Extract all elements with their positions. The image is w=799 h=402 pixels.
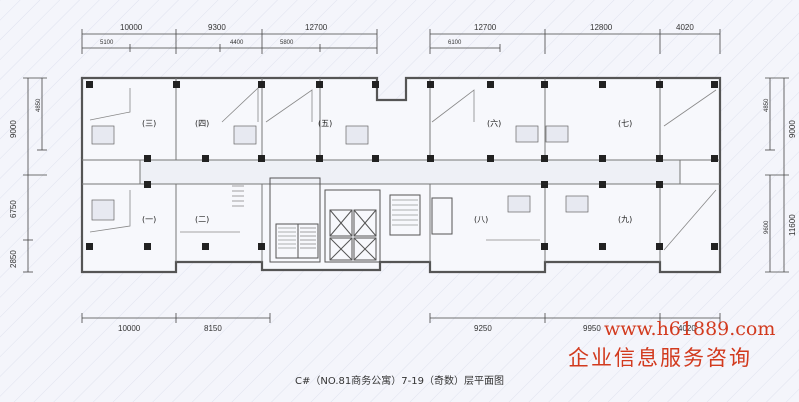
dim-top-3: 12700 xyxy=(305,23,328,32)
dim-top-4: 12700 xyxy=(474,23,497,32)
plan-caption: C#（NO.81商务公寓）7-19（奇数）层平面图 xyxy=(295,376,504,387)
corridor xyxy=(139,159,681,185)
dim-top-1: 10000 xyxy=(120,23,143,32)
room-label-3: (三) xyxy=(142,119,156,128)
dim-bottom-2: 8150 xyxy=(204,324,222,333)
dim-left-2: 9000 xyxy=(9,120,18,138)
bottom-dimension-labels: 10000 8150 9250 9950 4020 xyxy=(118,324,696,333)
dim-top-sub-3: 5800 xyxy=(280,40,294,46)
bottom-dimension-lines xyxy=(81,313,721,323)
room-label-6: (六) xyxy=(487,118,501,128)
interior-walls xyxy=(82,78,720,262)
dim-left-4: 2850 xyxy=(9,250,18,268)
dim-top-sub-2: 4400 xyxy=(230,40,244,46)
dim-right-2: 9000 xyxy=(788,120,797,138)
dim-top-sub-4: 6100 xyxy=(448,40,462,46)
dim-left-1: 4850 xyxy=(36,98,42,112)
room-label-5: (五) xyxy=(318,119,332,128)
dim-top-2: 9300 xyxy=(208,23,226,32)
dim-right-4: 9600 xyxy=(764,220,770,234)
top-dimension-labels: 10000 9300 12700 12700 12800 4020 5100 4… xyxy=(100,23,694,46)
watermark-url: www.h61889.com xyxy=(604,318,776,340)
room-label-8: (八) xyxy=(474,215,488,224)
room-labels: (一) (二) (三) (四) (五) (六) (七) (八) (九) xyxy=(142,118,632,224)
room-label-2: (二) xyxy=(195,215,209,224)
left-dimension-lines xyxy=(23,77,47,273)
core-stair-elevator xyxy=(269,177,453,263)
dim-bottom-1: 10000 xyxy=(118,324,141,333)
stair-treads xyxy=(232,185,418,249)
room-label-1: (一) xyxy=(142,215,156,224)
dim-bottom-3: 9250 xyxy=(474,324,492,333)
room-label-4: (四) xyxy=(195,119,209,128)
bathroom-units xyxy=(91,125,589,221)
room-label-7: (七) xyxy=(618,119,632,128)
structural-columns xyxy=(86,81,718,250)
dim-bottom-5: 4020 xyxy=(678,324,696,333)
top-dimension-lines xyxy=(81,29,721,54)
left-dimension-labels: 4850 9000 6750 2850 xyxy=(9,98,42,268)
room-label-9: (九) xyxy=(618,215,632,224)
dim-left-3: 6750 xyxy=(9,200,18,218)
dim-right-1: 4850 xyxy=(764,98,770,112)
dim-right-3: 11600 xyxy=(788,214,797,236)
dim-bottom-4: 9950 xyxy=(583,324,601,333)
dim-top-sub-1: 5100 xyxy=(100,40,114,46)
watermark-text: 企业信息服务咨询 xyxy=(568,346,752,370)
dim-top-5: 12800 xyxy=(590,23,613,32)
right-dimension-lines xyxy=(765,77,789,273)
right-dimension-labels: 4850 9000 11600 9600 xyxy=(764,98,797,236)
dim-top-6: 4020 xyxy=(676,23,694,32)
